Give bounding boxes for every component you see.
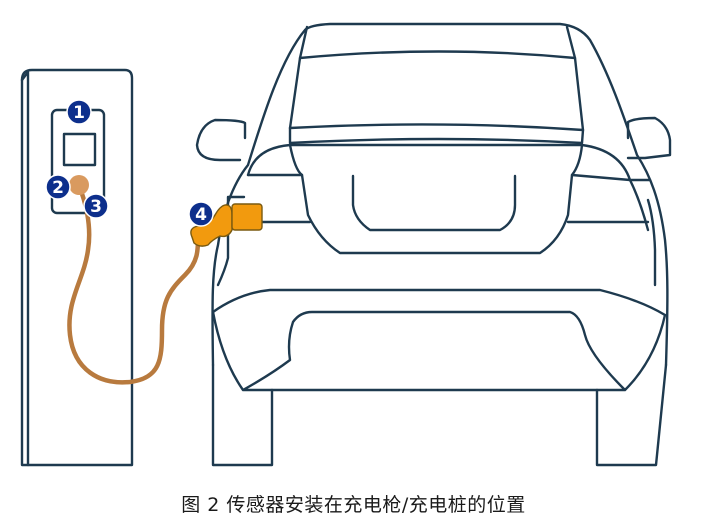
charging-gun-head (231, 203, 263, 231)
sensor-badge-2: 2 (45, 174, 71, 200)
car-rear-window (298, 25, 577, 60)
car-license-plate (351, 174, 517, 232)
sensor-badge-4-label: 4 (195, 205, 207, 225)
car-bumper-top (211, 288, 667, 317)
charging-post-screen (62, 132, 97, 167)
car-rear-view (195, 22, 672, 467)
car-body-outline (211, 22, 669, 367)
car-trunk-lid (288, 143, 584, 255)
car-taillight-right (566, 173, 657, 287)
charging-gun (190, 203, 263, 247)
charging-post-body (20, 68, 134, 467)
charging-post (20, 68, 134, 467)
charging-cable (67, 183, 201, 385)
car-wheel-left (211, 363, 274, 467)
car-mirror-right (626, 116, 672, 160)
figure-caption: 图 2 传感器安装在充电枪/充电桩的位置 (181, 494, 526, 516)
car-bumper-recess (211, 310, 667, 392)
car-trunk-top (288, 56, 585, 132)
post-socket-connector (69, 175, 89, 195)
sensor-badge-1-label: 1 (73, 103, 85, 123)
charging-post-side (20, 70, 30, 467)
sensor-badge-1: 1 (66, 99, 92, 125)
sensor-badge-2-label: 2 (52, 178, 64, 198)
car-wheel-right (595, 363, 668, 467)
sensor-badge-4: 4 (188, 201, 214, 227)
sensor-badge-3: 3 (83, 193, 109, 219)
car-mirror-left (195, 118, 247, 162)
car-trunk-line (288, 126, 585, 145)
sensor-location-diagram: 1 2 3 4 (20, 22, 672, 467)
car-taillight-band (246, 143, 650, 232)
sensor-badge-3-label: 3 (90, 197, 102, 217)
